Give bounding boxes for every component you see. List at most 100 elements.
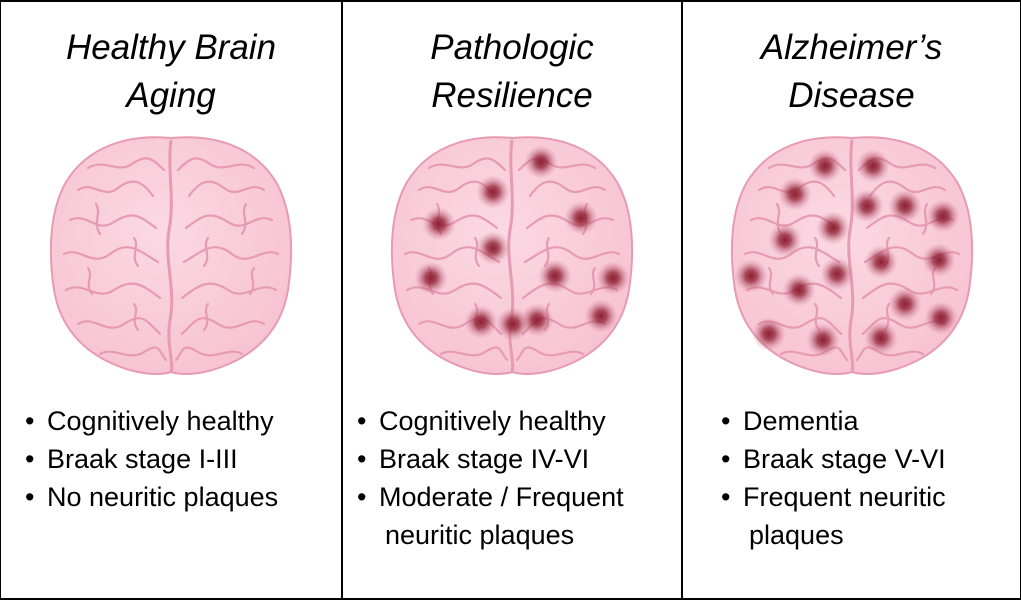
plaque-marker	[476, 175, 510, 209]
brain-fold	[439, 346, 509, 362]
brain-fold	[868, 180, 946, 198]
central-fissure	[166, 139, 174, 373]
plaque-marker	[414, 261, 448, 295]
criteria-text: Frequent neuritic	[743, 482, 946, 512]
brain-fold	[76, 180, 155, 198]
panel-title-line: Resilience	[431, 76, 593, 115]
plaque-marker	[815, 211, 850, 245]
plaque-marker	[807, 149, 842, 183]
brain-fold	[182, 246, 280, 264]
brain-fold	[184, 214, 274, 230]
panel-title-line: Healthy Brain	[65, 28, 277, 67]
criteria-text: Cognitively healthy	[379, 406, 606, 436]
plaque-marker	[733, 259, 768, 293]
brain-fold	[473, 236, 481, 268]
brain-fold	[767, 266, 774, 296]
brain-fold	[76, 317, 162, 336]
brain-illustration	[389, 130, 635, 380]
panel-title-line: Disease	[788, 76, 915, 115]
criteria-item: Braak stage IV-VI	[357, 440, 624, 478]
brain-fold	[202, 302, 210, 332]
plaque-marker	[805, 323, 840, 357]
brain-fold	[132, 236, 140, 268]
brain-fold	[176, 157, 256, 172]
plaque-marker	[767, 223, 802, 257]
panel-title: Alzheimer’s Disease	[683, 24, 1020, 120]
criteria-text: Moderate / Frequent	[379, 482, 624, 512]
brain-fold	[523, 246, 621, 264]
plaque-marker	[538, 259, 572, 293]
plaque-marker	[781, 273, 816, 307]
criteria-text-continued: plaques	[749, 520, 844, 550]
criteria-item: Braak stage V-VI	[721, 440, 946, 478]
brain-svg	[730, 136, 973, 375]
brain-fold	[921, 202, 928, 236]
brain-fold	[187, 180, 266, 198]
panel-title: Pathologic Resilience	[343, 24, 681, 120]
plaque-marker	[863, 245, 898, 279]
plaque-marker	[863, 321, 898, 355]
brain-fold	[62, 246, 160, 264]
criteria-item: No neuritic plaques	[25, 478, 278, 516]
brain-fold	[202, 236, 210, 268]
brain-fold	[68, 214, 158, 230]
brain-illustration	[729, 130, 975, 380]
panel-title-line: Aging	[126, 76, 216, 115]
criteria-text: Cognitively healthy	[47, 406, 274, 436]
plaque-marker	[849, 189, 884, 223]
plaque-marker	[855, 149, 890, 183]
criteria-item: Frequent neuritic plaques	[721, 478, 946, 554]
brain-fold	[589, 266, 597, 296]
plaque-marker	[464, 305, 498, 339]
criteria-item: Cognitively healthy	[25, 402, 278, 440]
plaque-marker	[887, 189, 922, 223]
plaque-marker	[887, 287, 922, 321]
criteria-item: Cognitively healthy	[357, 402, 624, 440]
criteria-list: Dementia Braak stage V-VI Frequent neuri…	[721, 402, 946, 554]
plaque-marker	[921, 243, 956, 277]
criteria-item: Braak stage I-III	[25, 440, 278, 478]
brain-fold	[86, 157, 166, 172]
plaque-marker	[819, 257, 854, 291]
panel-alzheimers-disease: Alzheimer’s Disease Dementia Braak stage…	[681, 2, 1020, 598]
brain-fold	[132, 302, 140, 332]
criteria-list: Cognitively healthy Braak stage IV-VI Mo…	[357, 402, 624, 554]
criteria-text: Braak stage I-III	[47, 444, 238, 474]
panel-title: Healthy Brain Aging	[1, 24, 341, 120]
plaque-marker	[751, 317, 786, 351]
brain-fold	[515, 346, 585, 362]
central-fissure	[507, 139, 515, 373]
criteria-text-continued: neuritic plaques	[385, 520, 575, 550]
brain-svg	[390, 136, 634, 375]
brain-fold	[98, 346, 168, 362]
criteria-text: Braak stage V-VI	[743, 444, 946, 474]
plaque-marker	[923, 301, 958, 335]
brain-fold	[427, 157, 507, 172]
criteria-text: Braak stage IV-VI	[379, 444, 590, 474]
brain-fold	[240, 202, 248, 236]
brain-illustration	[48, 130, 294, 380]
brain-svg	[49, 136, 293, 375]
plaque-marker	[584, 299, 618, 333]
panel-healthy-brain-aging: Healthy Brain Aging Cognitively healthy …	[1, 2, 341, 598]
brain-fold	[64, 282, 162, 300]
plaque-marker	[520, 303, 554, 337]
plaque-marker	[777, 177, 812, 211]
plaque-marker	[476, 231, 510, 265]
plaque-marker	[524, 145, 558, 179]
brain-fold	[180, 282, 278, 300]
brain-fold	[86, 266, 94, 296]
panel-title-line: Alzheimer’s	[760, 28, 943, 67]
brain-fold	[248, 266, 256, 296]
criteria-text: No neuritic plaques	[47, 482, 279, 512]
panel-pathologic-resilience: Pathologic Resilience Cognitively health…	[341, 2, 681, 598]
panel-title-line: Pathologic	[430, 28, 594, 67]
plaque-marker	[422, 207, 456, 241]
brain-fold	[813, 236, 820, 268]
criteria-item: Dementia	[721, 402, 946, 440]
brain-fold	[174, 346, 244, 362]
brain-fold	[180, 317, 266, 336]
plaque-marker	[925, 199, 960, 233]
plaque-marker	[564, 201, 598, 235]
